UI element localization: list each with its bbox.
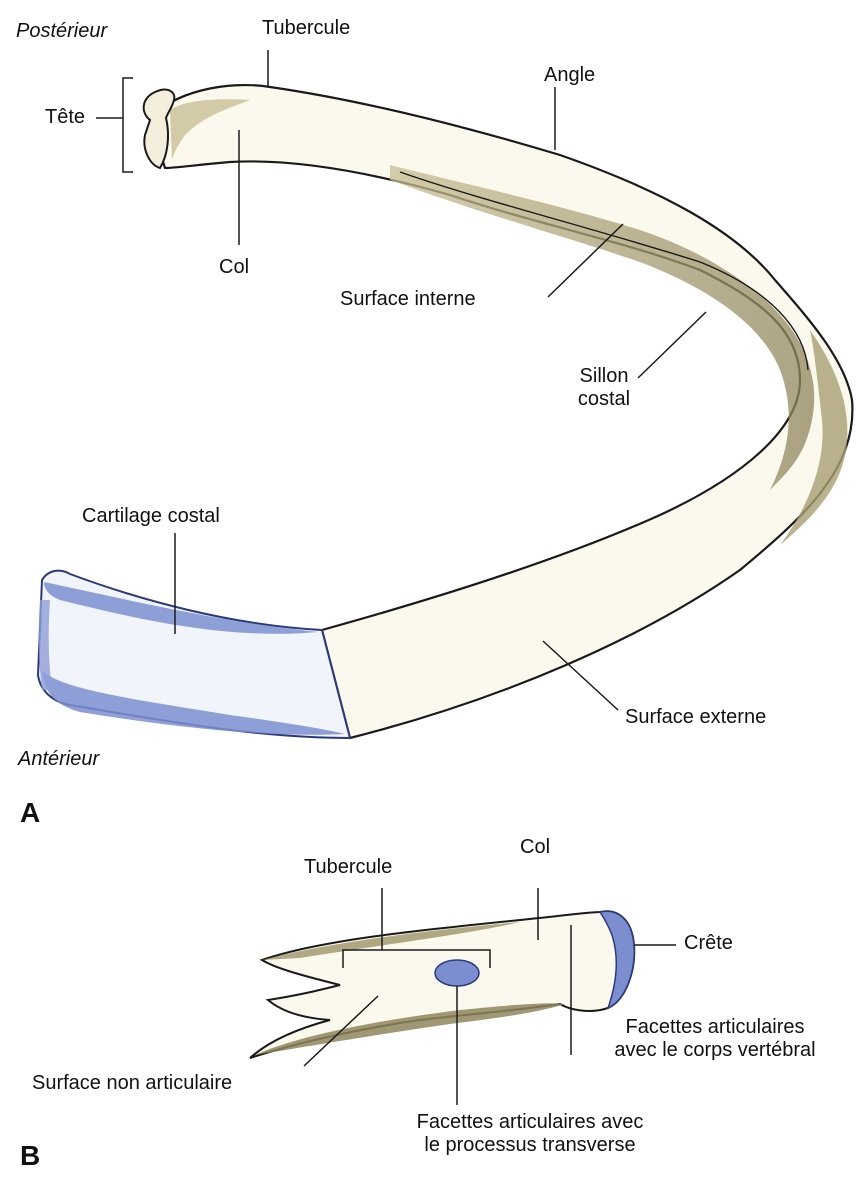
facettes-corps-label: Facettes articulaires avec le corps vert… <box>580 1016 850 1062</box>
col-label: Col <box>219 256 249 279</box>
surface-interne-label: Surface interne <box>340 288 476 311</box>
sillon-costal-label: Sillon costal <box>566 365 642 411</box>
anterior-label: Antérieur <box>18 748 99 771</box>
cartilage-costal-label: Cartilage costal <box>82 505 220 528</box>
crete-label: Crête <box>684 932 733 955</box>
surface-externe-label: Surface externe <box>625 706 766 729</box>
rib-b <box>250 911 634 1058</box>
panel-b-letter: B <box>20 1140 40 1172</box>
b-col-label: Col <box>520 836 550 859</box>
tete-label: Tête <box>45 106 85 129</box>
angle-label: Angle <box>544 64 595 87</box>
posterior-label: Postérieur <box>16 20 107 43</box>
tubercule-label: Tubercule <box>262 17 350 40</box>
b-tubercule-label: Tubercule <box>304 856 392 879</box>
tubercle-facet <box>435 960 479 986</box>
rib-a <box>38 85 852 738</box>
surface-non-articulaire-label: Surface non articulaire <box>32 1072 232 1095</box>
facettes-processus-label: Facettes articulaires avec le processus … <box>380 1111 680 1157</box>
panel-a-letter: A <box>20 797 40 829</box>
